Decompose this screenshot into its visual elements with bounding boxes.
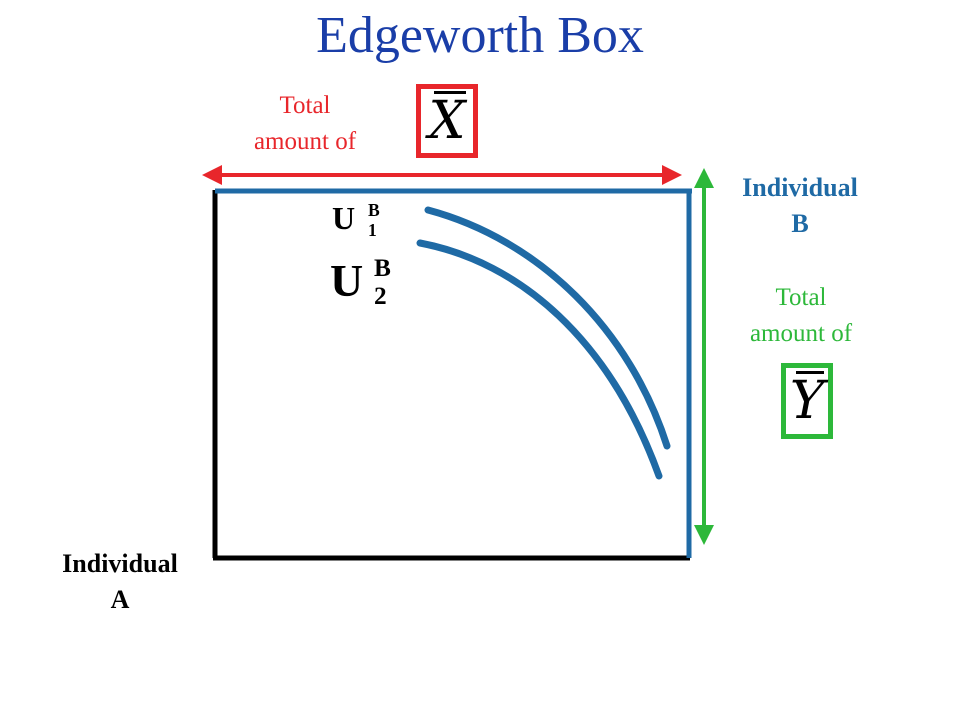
total-x-line1: Total — [279, 92, 331, 119]
total-x-line2: amount of — [253, 128, 357, 155]
total-y-line2: amount of — [749, 320, 853, 347]
individual-a-line1: Individual — [62, 549, 178, 578]
curve-label-u2b-sub: 2 — [374, 282, 387, 310]
y-symbol-text: Y — [789, 371, 825, 431]
total-x-label: Total amount of — [230, 88, 380, 160]
individual-b-line2: B — [791, 209, 809, 238]
total-y-line1: Total — [775, 284, 827, 311]
y-overbar — [795, 371, 825, 374]
y-bar-symbol-box: Y — [781, 363, 833, 439]
curve-label-u1b-sup: B — [368, 200, 380, 220]
individual-a-line2: A — [110, 585, 130, 614]
x-symbol-text: X — [428, 91, 466, 151]
curve-label-u1b-base: U — [332, 200, 356, 236]
indifference-curve-u1b — [424, 206, 671, 450]
individual-b-line1: Individual — [742, 173, 858, 202]
curve-label-u1b-sub: 1 — [368, 220, 377, 240]
x-overbar — [434, 91, 466, 94]
curve-label-u2b: U B 2 — [330, 254, 400, 318]
x-bar-symbol: X — [428, 91, 466, 147]
curve-label-u1b: U B 1 — [332, 200, 392, 244]
curve-label-u2b-sup: B — [374, 254, 391, 282]
total-y-label: Total amount of — [726, 280, 876, 352]
individual-b-label: Individual B — [715, 170, 885, 242]
y-bar-symbol: Y — [790, 371, 825, 427]
diagram-title: Edgeworth Box — [316, 7, 644, 64]
curve-label-u2b-base: U — [330, 255, 364, 306]
x-bar-symbol-box: X — [416, 84, 478, 158]
indifference-curve-u2b — [416, 239, 663, 480]
individual-a-label: Individual A — [35, 546, 205, 618]
